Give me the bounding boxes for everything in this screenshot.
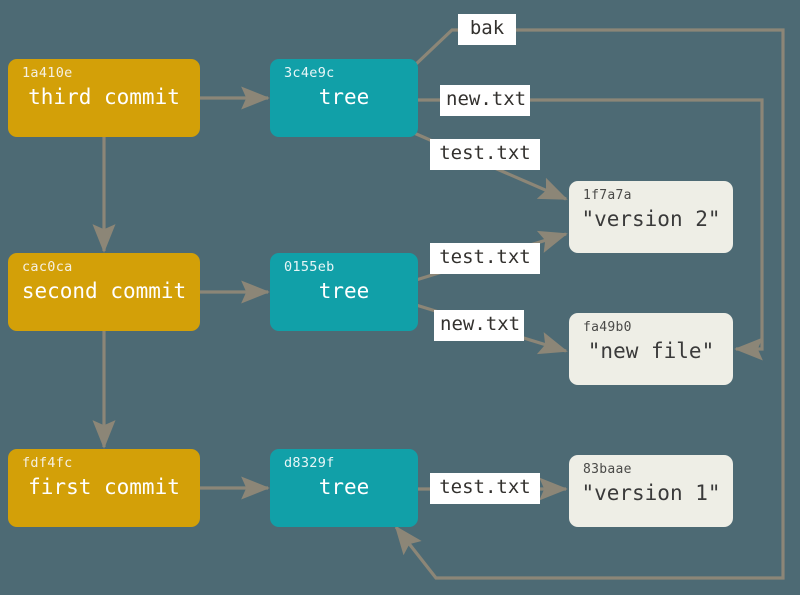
commit-node[interactable]: cac0ca second commit	[8, 253, 200, 331]
node-hash: 1f7a7a	[583, 188, 632, 203]
node-caption: tree	[318, 279, 370, 303]
edge-label-new-txt: new.txt	[434, 310, 524, 341]
node-hash: 1a410e	[22, 65, 73, 81]
node-hash: cac0ca	[22, 259, 73, 275]
tree-node[interactable]: d8329f tree	[270, 449, 418, 527]
node-caption: tree	[318, 85, 370, 109]
node-caption: first commit	[28, 475, 180, 499]
node-hash: 3c4e9c	[284, 65, 335, 81]
blob-node[interactable]: 83baae "version 1"	[569, 455, 733, 527]
edge-3c4e9c-to-d8329f-bak	[394, 28, 785, 580]
commit-node[interactable]: fdf4fc first commit	[8, 449, 200, 527]
node-caption: "new file"	[587, 339, 715, 363]
node-hash: fdf4fc	[22, 455, 73, 471]
node-caption: third commit	[28, 85, 180, 109]
node-caption: second commit	[21, 279, 187, 303]
node-hash: fa49b0	[583, 320, 632, 335]
edge-3c4e9c-to-fa49b0-newtxt	[418, 98, 764, 361]
tree-node[interactable]: 0155eb tree	[270, 253, 418, 331]
node-hash: d8329f	[284, 455, 335, 471]
commit-node[interactable]: 1a410e third commit	[8, 59, 200, 137]
tree-node[interactable]: 3c4e9c tree	[270, 59, 418, 137]
node-caption: "version 1"	[581, 481, 721, 505]
node-hash: 0155eb	[284, 259, 335, 275]
node-hash: 83baae	[583, 462, 632, 477]
edge-label-new-txt: new.txt	[440, 85, 530, 116]
node-caption: tree	[318, 475, 370, 499]
edge-label-test-txt: test.txt	[430, 473, 540, 504]
blob-node[interactable]: 1f7a7a "version 2"	[569, 181, 733, 253]
edge-label-test-txt: test.txt	[430, 139, 540, 170]
edge-label-test-txt: test.txt	[430, 243, 540, 274]
node-caption: "version 2"	[581, 207, 721, 231]
blob-node[interactable]: fa49b0 "new file"	[569, 313, 733, 385]
edge-label-bak: bak	[458, 14, 516, 45]
